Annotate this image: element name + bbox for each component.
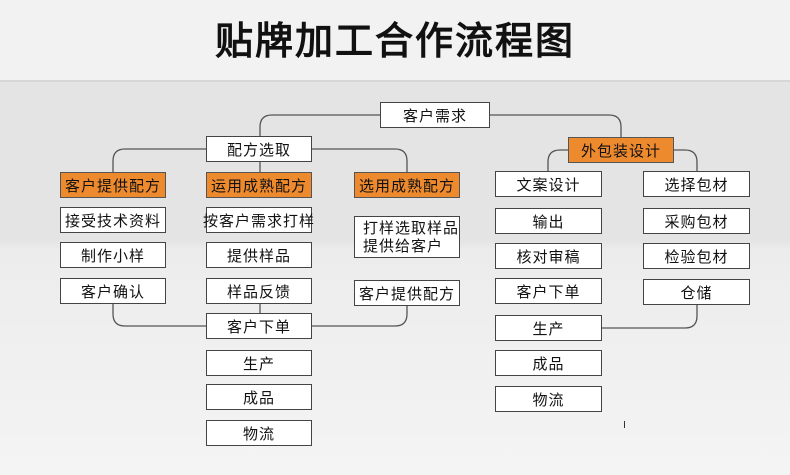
connector-left-col3 bbox=[312, 148, 408, 172]
stray-tick-mark bbox=[624, 421, 625, 428]
node-left-col2-1: 按客户需求打样 bbox=[203, 207, 314, 233]
node-right-col2-1: 采购包材 bbox=[643, 208, 750, 234]
node-left-col3-last: 客户提供配方 bbox=[354, 280, 460, 306]
node-right-col1-2: 核对审稿 bbox=[495, 243, 602, 269]
node-left-col3-multi-line1: 打样选取样品 bbox=[363, 219, 460, 237]
node-left-col3-multi: 打样选取样品 提供给客户 bbox=[354, 216, 460, 258]
node-right-col1-0: 文案设计 bbox=[495, 171, 602, 197]
node-left-merge: 客户下单 bbox=[206, 313, 312, 339]
node-left-col3-head: 选用成熟配方 bbox=[354, 172, 460, 198]
connector-right-col2 bbox=[674, 149, 698, 171]
node-left-col3-multi-line2: 提供给客户 bbox=[363, 237, 444, 255]
connector-left-merge-col3 bbox=[312, 306, 408, 327]
node-right-col2-2: 检验包材 bbox=[643, 243, 750, 269]
node-left-col2-3: 样品反馈 bbox=[206, 278, 312, 304]
node-right-col1-3: 客户下单 bbox=[495, 278, 602, 304]
connector-root-right bbox=[490, 114, 622, 137]
connector-left-col1 bbox=[112, 148, 206, 172]
node-left-col1-2: 制作小样 bbox=[60, 242, 166, 268]
node-right-col1-1: 输出 bbox=[495, 208, 602, 234]
node-right-col2-0: 选择包材 bbox=[643, 171, 750, 197]
connector-left-merge-col1 bbox=[112, 304, 206, 327]
node-right-col1-4: 生产 bbox=[495, 315, 602, 341]
node-left-tail-2: 物流 bbox=[206, 420, 312, 446]
node-left-col1-3: 客户确认 bbox=[60, 278, 166, 304]
connector-right-merge bbox=[602, 305, 698, 329]
node-customer-demand: 客户需求 bbox=[380, 102, 490, 128]
node-right-col2-3: 仓储 bbox=[643, 279, 750, 305]
node-left-col1-1: 接受技术资料 bbox=[60, 207, 166, 233]
node-left-tail-0: 生产 bbox=[206, 350, 312, 376]
title-divider bbox=[0, 80, 790, 82]
node-left-tail-1: 成品 bbox=[206, 384, 312, 410]
node-left-col2-2: 提供样品 bbox=[206, 242, 312, 268]
node-right-col1-5: 成品 bbox=[495, 350, 602, 376]
node-left-col2-0: 运用成熟配方 bbox=[206, 172, 312, 198]
connector-root-left bbox=[259, 114, 380, 137]
connector-right-col1 bbox=[547, 149, 568, 171]
page-title: 贴牌加工合作流程图 bbox=[214, 19, 575, 63]
node-formula-selection: 配方选取 bbox=[206, 136, 312, 162]
node-right-col1-6: 物流 bbox=[495, 386, 602, 412]
node-packaging-design: 外包装设计 bbox=[568, 137, 674, 163]
node-left-col1-0: 客户提供配方 bbox=[60, 172, 166, 198]
